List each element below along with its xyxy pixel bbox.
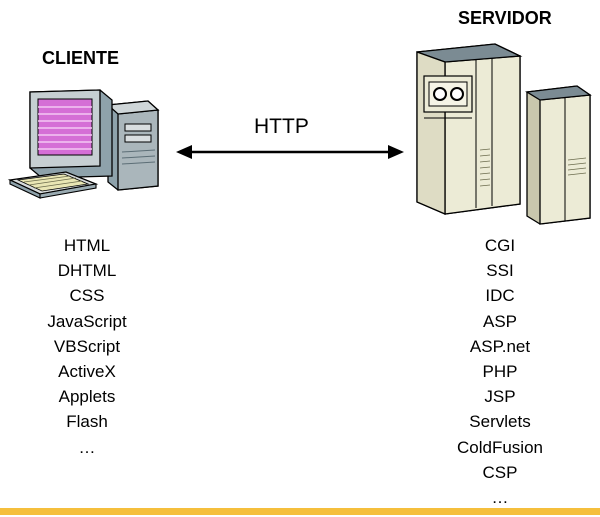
http-label: HTTP: [254, 115, 309, 138]
technology-item: ColdFusion: [457, 437, 543, 457]
technology-item: VBScript: [53, 336, 121, 356]
technology-item: JavaScript: [47, 311, 127, 331]
technology-item: JSP: [484, 387, 516, 407]
technology-item: DHTML: [57, 261, 117, 281]
technology-item: HTML: [63, 236, 111, 255]
bottom-accent-bar: [0, 508, 600, 515]
technology-item: Applets: [58, 387, 116, 407]
technology-item: Flash: [66, 412, 108, 432]
technology-item: CGI: [484, 236, 516, 255]
technology-item: CSP: [482, 462, 518, 482]
technology-item: PHP: [482, 362, 518, 382]
technology-item: IDC: [485, 286, 515, 306]
technology-item: Servlets: [469, 412, 531, 432]
technology-item: SSI: [486, 261, 514, 281]
technology-item: …: [491, 488, 509, 508]
technology-item: …: [78, 437, 96, 457]
technology-item: ASP: [482, 311, 518, 331]
technology-item: CSS: [69, 286, 105, 306]
technology-item: ASP.net: [469, 336, 531, 356]
technology-item: ActiveX: [58, 362, 116, 382]
server-title: SERVIDOR: [458, 8, 552, 28]
client-title: CLIENTE: [42, 48, 120, 68]
